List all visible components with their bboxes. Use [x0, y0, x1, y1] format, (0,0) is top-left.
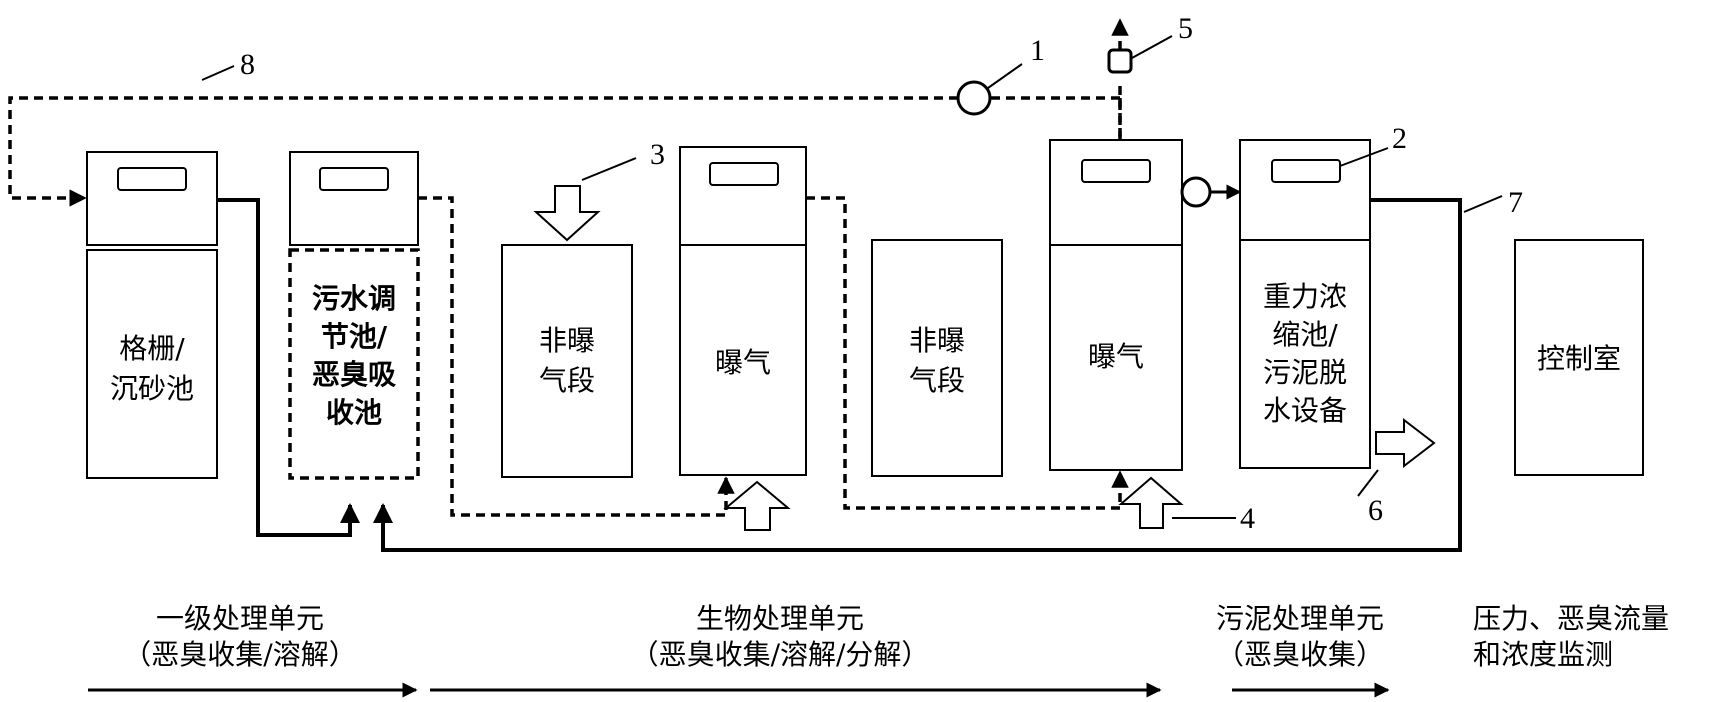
screen-header — [86, 151, 218, 246]
aeration-1-header — [679, 146, 807, 246]
svg-text:气段: 气段 — [909, 364, 965, 397]
svg-text:曝气: 曝气 — [1088, 340, 1144, 373]
label-6: 6 — [1368, 494, 1383, 527]
svg-text:污水调: 污水调 — [312, 282, 396, 315]
leader-8 — [201, 65, 235, 81]
label-7: 7 — [1508, 186, 1523, 219]
label-5: 5 — [1178, 12, 1193, 45]
collection-line-7 — [373, 198, 1462, 552]
sludge-indicator — [1271, 159, 1341, 183]
screen-indicator — [117, 167, 187, 191]
control-room-text: 控制室 — [1537, 342, 1621, 375]
equalization-header — [289, 151, 419, 246]
pump-icon — [1180, 176, 1212, 208]
svg-text:节池/: 节池/ — [321, 320, 388, 353]
label-4: 4 — [1240, 502, 1255, 535]
equalization-indicator — [319, 167, 389, 191]
aeration-2-header — [1049, 139, 1183, 246]
air-arrow-aeration-1 — [723, 480, 791, 531]
equalization-text: 污水调 节池/ 恶臭吸 收池 — [312, 282, 396, 429]
aeration-2-text: 曝气 — [1088, 340, 1144, 373]
aeration-2-indicator — [1081, 159, 1151, 183]
control-room — [1514, 239, 1644, 476]
svg-text:格栅/: 格栅/ — [119, 332, 185, 365]
svg-text:重力浓: 重力浓 — [1263, 280, 1347, 313]
leader-5 — [1131, 35, 1173, 59]
screen-text: 格栅/ 沉砂池 — [110, 332, 194, 405]
non-aeration-zone-1 — [501, 244, 633, 478]
leader-6 — [1357, 469, 1379, 497]
svg-text:（恶臭收集）: （恶臭收集） — [1216, 638, 1384, 671]
svg-text:水设备: 水设备 — [1263, 394, 1347, 427]
sludge-text: 重力浓 缩池/ 污泥脱 水设备 — [1263, 280, 1347, 427]
aeration-1-indicator — [709, 162, 779, 186]
aeration-tank-2 — [1049, 244, 1183, 471]
svg-text:曝气: 曝气 — [715, 346, 771, 379]
svg-text:污泥处理单元: 污泥处理单元 — [1216, 602, 1384, 635]
svg-text:恶臭吸: 恶臭吸 — [312, 358, 396, 391]
svg-text:和浓度监测: 和浓度监测 — [1473, 638, 1613, 671]
svg-text:缩池/: 缩池/ — [1272, 318, 1338, 351]
screen-grit-chamber — [86, 249, 218, 479]
equalization-to-aeration-1 — [418, 196, 735, 517]
non-aeration-zone-2 — [871, 239, 1003, 477]
stage-primary: 一级处理单元 （恶臭收集/溶解） — [88, 602, 418, 698]
stage-monitoring: 压力、恶臭流量 和浓度监测 — [1473, 602, 1669, 671]
svg-text:压力、恶臭流量: 压力、恶臭流量 — [1473, 602, 1669, 635]
stage-sludge: 污泥处理单元 （恶臭收集） — [1216, 602, 1390, 698]
screen-to-equalization — [218, 198, 360, 537]
svg-text:一级处理单元: 一级处理单元 — [156, 602, 324, 635]
non-aeration-2-text: 非曝 气段 — [909, 324, 965, 397]
sludge-header — [1239, 139, 1371, 241]
air-arrow-aeration-2 — [1118, 476, 1184, 529]
svg-text:非曝: 非曝 — [909, 324, 965, 357]
leader-2 — [1339, 147, 1389, 167]
svg-text:（恶臭收集/溶解/分解）: （恶臭收集/溶解/分解） — [631, 638, 930, 671]
leader-7 — [1463, 195, 1503, 213]
svg-text:收池: 收池 — [326, 396, 382, 429]
svg-text:污泥脱: 污泥脱 — [1263, 356, 1347, 389]
leader-1 — [987, 63, 1023, 89]
leader-3 — [581, 157, 637, 181]
svg-text:生物处理单元: 生物处理单元 — [696, 602, 864, 635]
svg-text:控制室: 控制室 — [1537, 342, 1621, 375]
svg-text:（恶臭收集/溶解）: （恶臭收集/溶解） — [123, 638, 356, 671]
svg-text:非曝: 非曝 — [539, 324, 595, 357]
aeration-1-to-aeration-2 — [806, 196, 1129, 510]
stage-biological: 生物处理单元 （恶臭收集/溶解/分解） — [430, 602, 1162, 698]
return-line-8 — [8, 96, 1120, 198]
sludge-thickener — [1239, 239, 1371, 469]
non-aeration-1-text: 非曝 气段 — [539, 324, 595, 397]
svg-text:沉砂池: 沉砂池 — [110, 372, 194, 405]
label-2: 2 — [1392, 122, 1407, 155]
air-inlet-arrow-3 — [533, 185, 601, 242]
label-3: 3 — [650, 138, 665, 171]
svg-text:气段: 气段 — [539, 364, 595, 397]
aeration-tank-1 — [679, 244, 807, 476]
aeration-1-text: 曝气 — [715, 346, 771, 379]
equalization-tank — [288, 248, 420, 480]
label-1: 1 — [1030, 34, 1045, 67]
valve-5-icon — [1107, 48, 1133, 74]
label-8: 8 — [240, 48, 255, 81]
sludge-out-arrow-6 — [1375, 417, 1436, 469]
fan-1-icon — [956, 80, 992, 116]
